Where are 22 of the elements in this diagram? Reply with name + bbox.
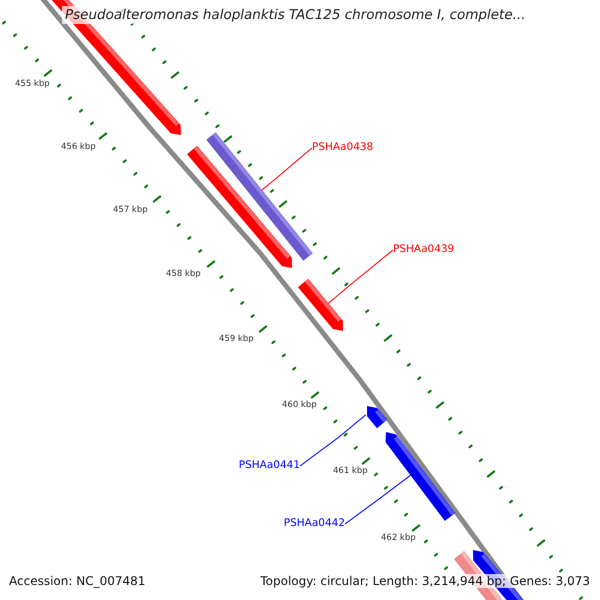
gene-label: PSHAa0438 xyxy=(312,141,374,153)
gene-label: PSHAa0442 xyxy=(284,517,345,529)
scale-label: 455 kbp xyxy=(15,79,50,89)
gene-arrow xyxy=(298,278,343,331)
gene-label: PSHAa0439 xyxy=(393,243,454,255)
scale-label: 459 kbp xyxy=(219,334,254,344)
scale-label: 462 kbp xyxy=(381,533,416,543)
gene-label: PSHAa0441 xyxy=(238,459,300,471)
leader-line xyxy=(261,148,312,190)
gene-bar xyxy=(206,132,313,261)
scale-label: 456 kbp xyxy=(61,142,96,152)
leader-line xyxy=(300,414,366,466)
leader-line xyxy=(328,250,394,304)
footer-text: Topology: circular; Length: 3,214,944 bp; Genes: 3,073 xyxy=(258,574,592,588)
scale-label: 460 kbp xyxy=(282,400,317,410)
gene-arrow xyxy=(367,406,387,428)
scale-label: 458 kbp xyxy=(166,269,201,279)
scale-label: 461 kbp xyxy=(333,466,368,476)
gene-arrow xyxy=(386,432,456,521)
leader-line xyxy=(344,474,411,524)
scale-label: 457 kbp xyxy=(113,205,148,215)
footer-text: Accession: NC_007481 xyxy=(7,574,148,588)
